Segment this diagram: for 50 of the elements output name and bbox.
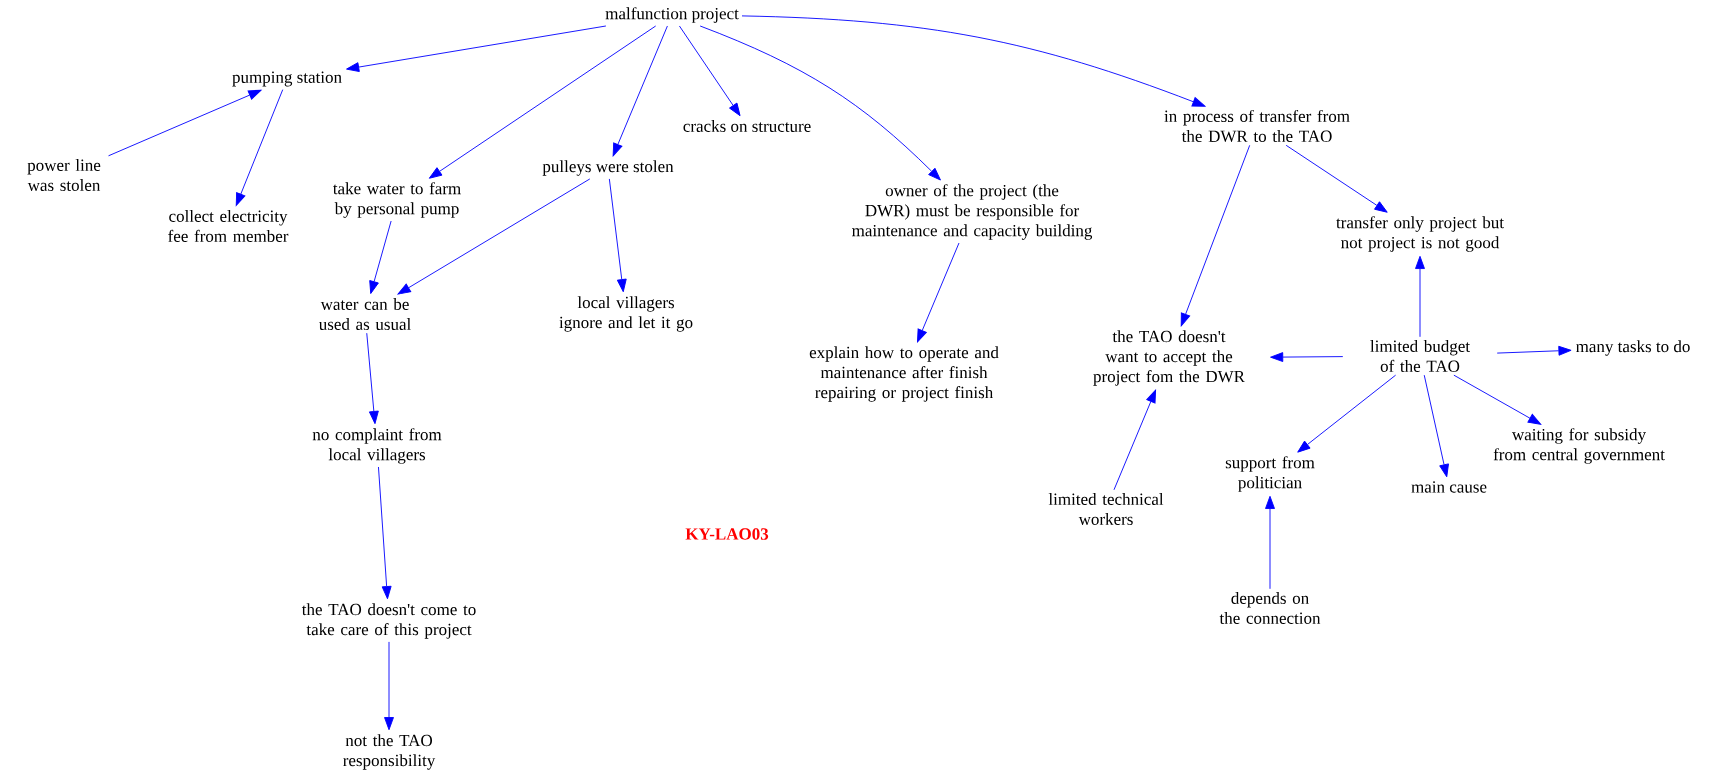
arrow	[678, 25, 741, 117]
node-text: malfunction project	[605, 7, 739, 23]
node-text: main cause	[1411, 481, 1487, 493]
node-text: owner of the project (the DWR) must be responsible for maintenance and capacity building	[852, 184, 1093, 240]
node-text: pumping station	[232, 71, 342, 87]
arrow	[397, 178, 591, 295]
arrow	[235, 89, 284, 206]
node-text: power line was stolen	[27, 159, 101, 191]
arrow	[608, 178, 627, 293]
arrow	[1113, 389, 1157, 491]
node-text: water can be used as usual	[318, 298, 411, 330]
arrow	[378, 466, 392, 600]
arrow	[428, 25, 657, 179]
arrow	[1423, 374, 1449, 478]
arrow	[346, 25, 607, 72]
arrow	[108, 89, 262, 157]
node-text: collect electricity fee from member	[168, 210, 289, 242]
arrow	[699, 25, 941, 181]
arrow	[612, 25, 668, 157]
node-text: the TAO doesn't want to accept the project fom the DWR	[1093, 330, 1245, 386]
node-text: take water to farm by personal pump	[333, 182, 461, 218]
arrow	[1415, 255, 1425, 338]
arrow	[369, 220, 392, 294]
node-text: pulleys were stolen	[542, 160, 674, 176]
node-text: support from politician	[1225, 456, 1315, 492]
arrow	[741, 15, 1206, 107]
node-text: many tasks to do	[1576, 340, 1690, 356]
arrow	[384, 641, 394, 731]
arrow	[1270, 352, 1344, 362]
node-text: not the TAO responsibility	[343, 734, 436, 770]
code-label: KY-LAO03	[685, 528, 769, 540]
arrow	[1496, 345, 1572, 356]
node-text: explain how to operate and maintenance after finish repairing or project finish	[809, 346, 999, 402]
arrow	[1265, 495, 1275, 590]
node-text: waiting for subsidy from central government	[1493, 428, 1665, 464]
node-text: cracks on structure	[683, 120, 811, 132]
node-text: depends on the connection	[1219, 592, 1321, 624]
arrow	[1297, 374, 1397, 453]
node-text: limited budget of the TAO	[1370, 340, 1470, 372]
node-text: in process of transfer from the DWR to the TAO	[1164, 109, 1350, 143]
node-text: transfer only project but not project is not good	[1336, 216, 1504, 252]
node-text: local villagers ignore and let it go	[559, 296, 693, 332]
arrow	[1453, 374, 1542, 425]
node-text: limited technical workers	[1048, 493, 1164, 525]
arrow	[1180, 144, 1251, 327]
arrow	[917, 242, 960, 343]
node-text: no complaint from local villagers	[312, 428, 442, 464]
arrow	[1285, 144, 1388, 213]
node-text: the TAO doesn't come to take care of this project	[301, 603, 476, 639]
arrow	[366, 332, 379, 425]
